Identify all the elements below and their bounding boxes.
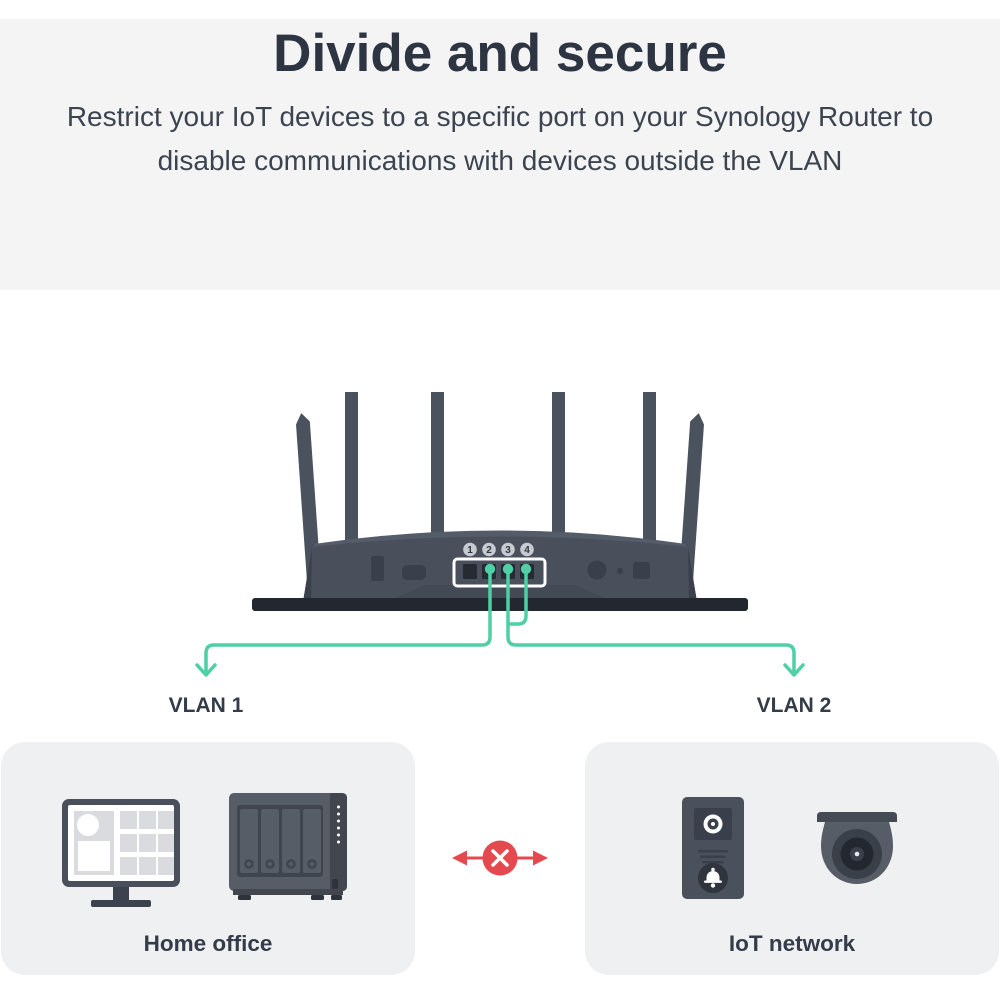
port-1-label: 1 xyxy=(467,545,473,556)
reset-hole-icon xyxy=(617,568,623,574)
page-title: Divide and secure xyxy=(273,24,727,83)
router-base xyxy=(252,598,748,611)
bell-icon xyxy=(704,867,722,888)
cable-to-vlan1 xyxy=(204,571,492,675)
cable-to-vlan2 xyxy=(506,571,796,675)
vlan2-arrowhead-icon xyxy=(783,663,805,677)
home-office-label: Home office xyxy=(143,931,273,956)
lan-port-panel xyxy=(452,557,547,588)
power-button-icon xyxy=(587,560,607,580)
page-subtitle-line2: disable communications with devices outs… xyxy=(157,145,843,176)
right-arrowhead-icon xyxy=(533,850,548,866)
header-banner: Divide and secure Restrict your IoT devi… xyxy=(0,19,1000,290)
vlan-cables xyxy=(195,563,805,677)
power-jack-icon xyxy=(633,562,650,579)
page-subtitle: Restrict your IoT devices to a specific … xyxy=(0,95,1000,183)
blocked-connection-icon xyxy=(452,840,548,876)
cable-plug-port2 xyxy=(484,563,496,575)
cable-plug-port4 xyxy=(520,563,532,575)
lan-port-1 xyxy=(463,564,477,579)
page-subtitle-line1: Restrict your IoT devices to a specific … xyxy=(66,101,934,132)
left-arrowhead-icon xyxy=(452,850,467,866)
camera-icon xyxy=(817,812,897,884)
vlan1-label: VLAN 1 xyxy=(168,694,244,717)
home-office-card: Home office xyxy=(1,742,415,975)
iot-network-card: IoT network xyxy=(585,742,999,975)
monitor-icon xyxy=(62,799,180,907)
x-icon xyxy=(491,849,509,867)
cable-plug-port3 xyxy=(502,563,514,575)
wan-connector-icon xyxy=(402,565,426,580)
usb-port-icon xyxy=(371,556,384,581)
vlan1-arrowhead-icon xyxy=(195,663,217,677)
iot-network-label: IoT network xyxy=(728,931,856,956)
port-3-label: 3 xyxy=(505,545,511,556)
doorbell-icon xyxy=(682,797,744,899)
router-illustration: 1 2 3 4 xyxy=(195,392,805,677)
nas-icon xyxy=(229,793,347,900)
port-number-badges: 1 2 3 4 xyxy=(463,542,534,557)
cable-port4-merge xyxy=(507,571,528,626)
port-4-label: 4 xyxy=(524,545,530,556)
port-2-label: 2 xyxy=(486,545,492,556)
vlan2-label: VLAN 2 xyxy=(756,694,832,717)
